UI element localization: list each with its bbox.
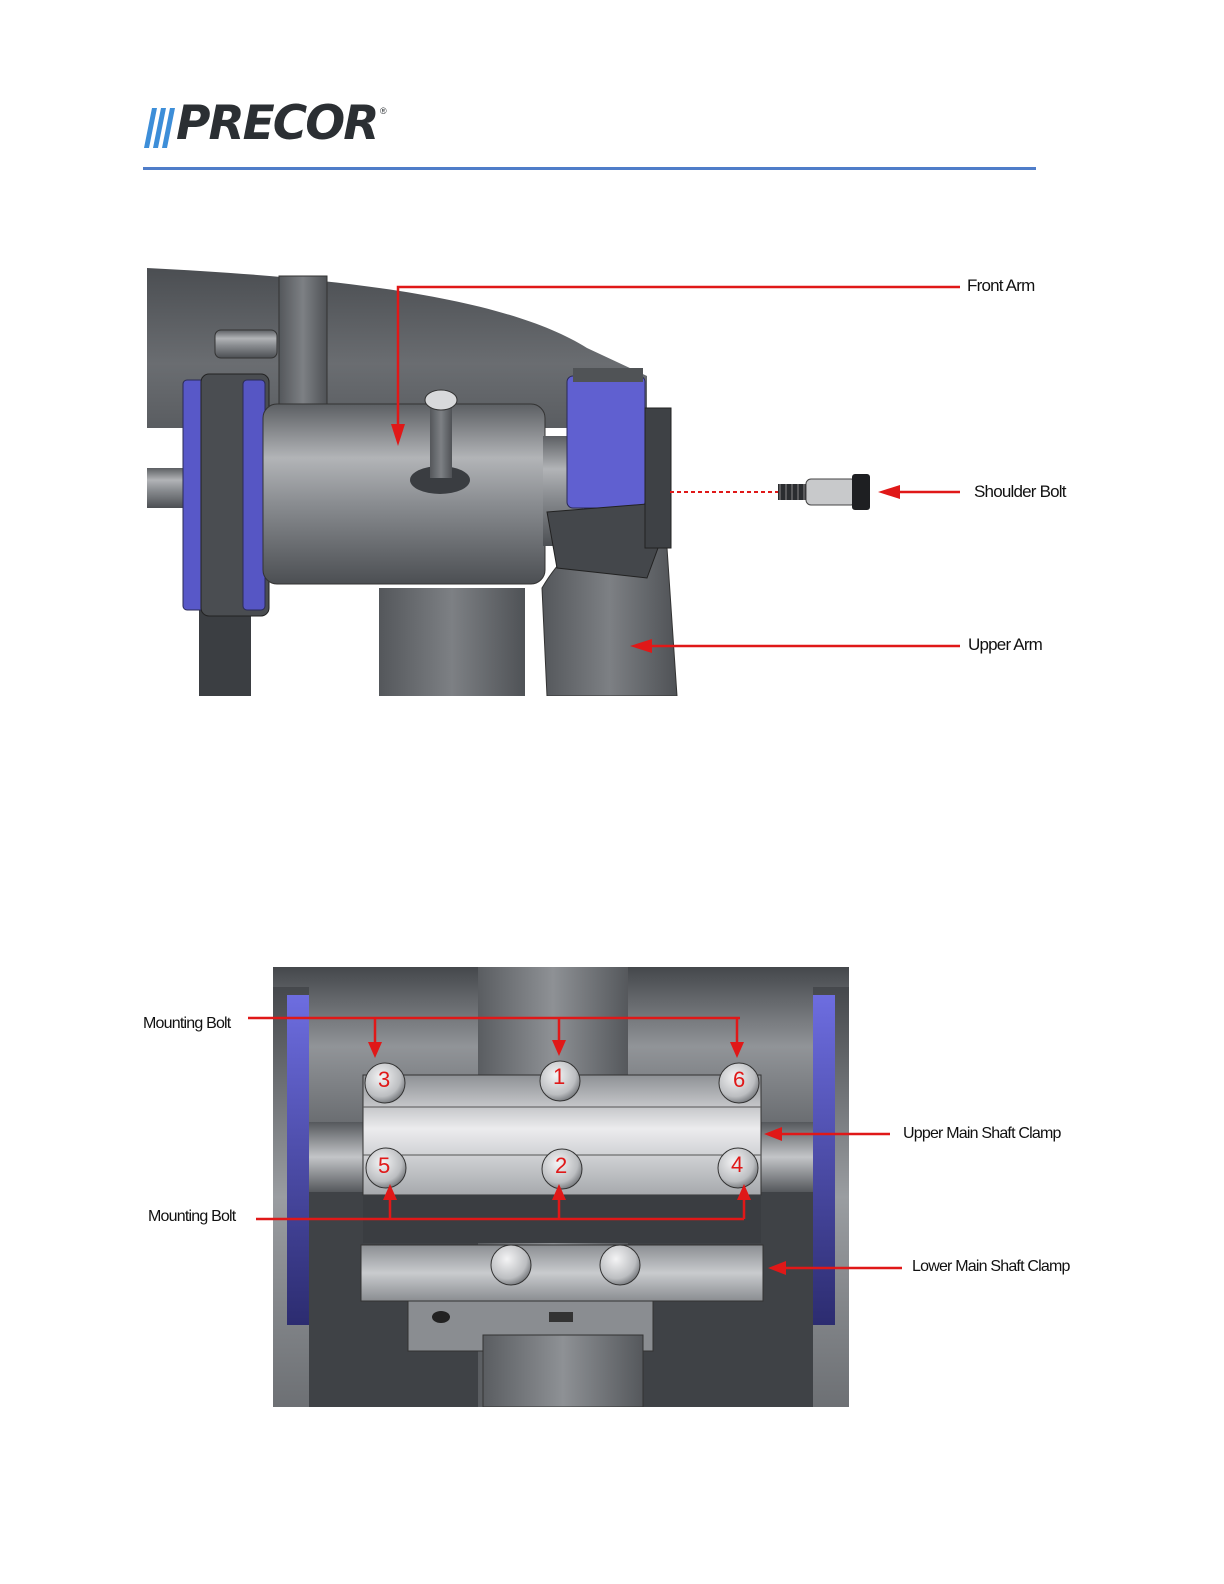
label-mounting-bolt-top: Mounting Bolt bbox=[143, 1016, 230, 1032]
label-mounting-bolt-bottom: Mounting Bolt bbox=[148, 1209, 235, 1225]
label-upper-main-shaft-clamp: Upper Main Shaft Clamp bbox=[903, 1126, 1061, 1142]
label-lower-main-shaft-clamp: Lower Main Shaft Clamp bbox=[912, 1259, 1070, 1275]
